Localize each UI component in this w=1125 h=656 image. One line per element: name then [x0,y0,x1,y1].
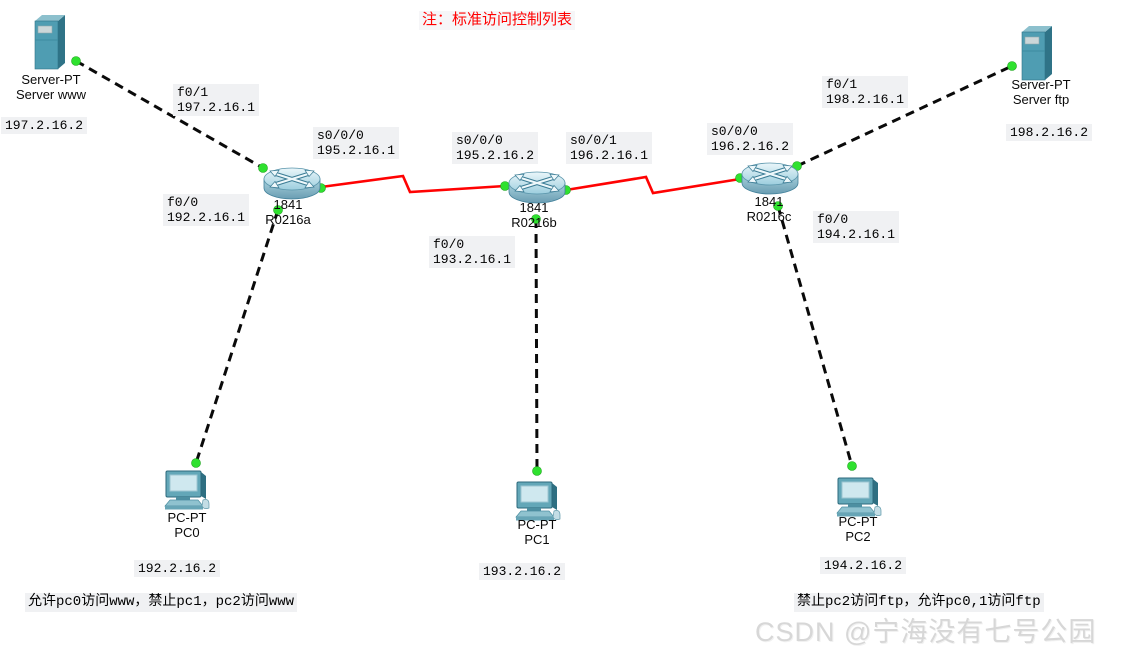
server-ftp-model: Server-PT [1011,77,1071,92]
pc0-icon[interactable] [162,469,212,517]
pc2-name: PC2 [845,529,871,544]
pc2-model: PC-PT [838,514,878,529]
router-b-model: 1841 [519,200,549,215]
router-c-label: 1841 R0216c [747,194,792,224]
server-www-name: Server www [15,87,87,102]
router-c-model: 1841 [754,194,784,209]
port-name: s0/0/0 [711,124,758,139]
server-www-icon[interactable] [32,13,69,76]
port-label-ra-f00: f0/0 192.2.16.1 [163,194,250,226]
port-name: f0/1 [826,77,858,92]
port-ip: 197.2.16.1 [177,100,256,115]
port-name: s0/0/0 [317,128,364,143]
ip-label-server-ftp: 198.2.16.2 [1006,124,1093,141]
router-c-icon[interactable] [741,162,799,201]
pc0-name: PC0 [174,525,200,540]
port-name: s0/0/0 [456,133,503,148]
port-ip: 192.2.16.1 [167,210,246,225]
port-ip: 196.2.16.2 [711,139,790,154]
router-a-name: R0216a [265,212,311,227]
acl-note-left: 允许pc0访问www，禁止pc1，pc2访问www [25,593,298,612]
port-label-rc-f01: f0/1 198.2.16.1 [822,76,909,108]
ip-label-pc0: 192.2.16.2 [134,560,221,577]
server-ftp-icon[interactable] [1019,24,1056,87]
port-name: f0/0 [167,195,199,210]
port-ip: 195.2.16.2 [456,148,535,163]
pc0-label: PC-PT PC0 [168,510,207,540]
server-ftp-label: Server-PT Server ftp [1011,77,1070,107]
pc1-name: PC1 [524,532,550,547]
link-routerb-pc1[interactable] [534,218,539,472]
link-serial-routerb-routerc[interactable] [565,175,741,195]
port-ip: 196.2.16.1 [570,148,649,163]
link-routerc-serverftp[interactable] [796,64,1013,168]
port-label-www-f01: f0/1 197.2.16.1 [173,84,260,116]
acl-note-right: 禁止pc2访问ftp，允许pc0,1访问ftp [794,593,1044,612]
router-c-name: R0216c [746,209,792,224]
port-ip: 198.2.16.1 [826,92,905,107]
port-name: f0/1 [177,85,209,100]
port-name: f0/0 [433,237,465,252]
port-name: f0/0 [817,212,849,227]
router-b-label: 1841 R0216b [511,200,557,230]
pc1-icon[interactable] [513,480,563,528]
ip-label-pc2: 194.2.16.2 [820,557,907,574]
port-label-rb-s000: s0/0/0 195.2.16.2 [452,132,539,164]
router-a-icon[interactable] [263,167,321,206]
link-routerc-pc2[interactable] [776,205,854,467]
server-www-label: Server-PT Server www [16,72,86,102]
title-note: 注：标准访问控制列表 [419,11,576,30]
port-ip: 193.2.16.1 [433,252,512,267]
router-b-name: R0216b [511,215,557,230]
pc2-label: PC-PT PC2 [839,514,878,544]
server-www-model: Server-PT [21,72,81,87]
router-b-icon[interactable] [508,171,566,210]
pc1-model: PC-PT [517,517,557,532]
ip-label-pc1: 193.2.16.2 [479,563,566,580]
link-serial-routera-routerb[interactable] [320,174,506,194]
port-ip: 194.2.16.1 [817,227,896,242]
pc1-label: PC-PT PC1 [518,517,557,547]
csdn-watermark: CSDN @宁海没有七号公园 [755,617,1097,647]
port-label-rb-f00: f0/0 193.2.16.1 [429,236,516,268]
server-ftp-name: Server ftp [1012,92,1070,107]
port-label-ra-s000: s0/0/0 195.2.16.1 [313,127,400,159]
pc2-icon[interactable] [834,476,884,524]
port-label-rc-s000: s0/0/0 196.2.16.2 [707,123,794,155]
port-label-rb-s001: s0/0/1 196.2.16.1 [566,132,653,164]
link-routera-pc0[interactable] [194,209,280,464]
port-label-rc-f00: f0/0 194.2.16.1 [813,211,900,243]
pc0-model: PC-PT [167,510,207,525]
link-serverwww-routera[interactable] [75,59,264,170]
port-name: s0/0/1 [570,133,617,148]
router-a-label: 1841 R0216a [265,197,311,227]
ip-label-server-www: 197.2.16.2 [1,117,88,134]
router-a-model: 1841 [273,197,303,212]
port-ip: 195.2.16.1 [317,143,396,158]
